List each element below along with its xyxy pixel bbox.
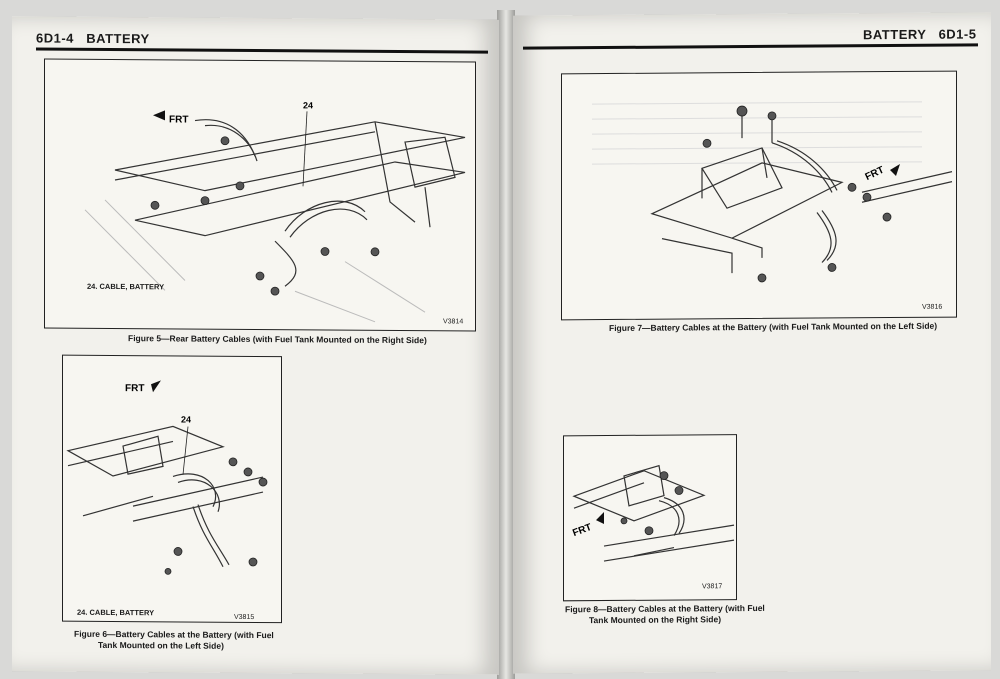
figure-6-legend: 24. CABLE, BATTERY	[77, 607, 155, 618]
figure-7-direction-label: FRT	[864, 165, 886, 183]
figure-5-callout: 24	[303, 100, 313, 110]
figure-6: 24 FRT 24. CABLE, BATTERY	[62, 354, 282, 624]
header-code: 6D1-5	[938, 26, 977, 42]
header-rule	[36, 47, 488, 54]
figure-7-code: V3816	[922, 303, 943, 311]
header-title: BATTERY	[86, 30, 150, 47]
figure-5-drawing: 24 FRT	[84, 100, 466, 323]
figure-8-direction-label: FRT	[571, 522, 593, 539]
page-number: 6D1-4 BATTERY	[36, 30, 150, 46]
page-number: BATTERY 6D1-5	[863, 26, 976, 42]
right-page: BATTERY 6D1-5	[513, 12, 991, 674]
figure-8: FRT V3817	[563, 434, 737, 602]
figure-5-caption: Figure 5—Rear Battery Cables (with Fuel …	[128, 333, 427, 346]
figure-5: 24 FRT 24. CABLE, BATTERY V3814	[44, 58, 476, 332]
left-page: 6D1-4 BATTERY	[12, 16, 499, 675]
header-title: BATTERY	[863, 26, 927, 43]
figure-6-caption-line-2: Tank Mounted on the Left Side)	[98, 639, 224, 651]
figure-6-drawing: 24 FRT	[66, 380, 268, 575]
figure-6-callout: 24	[181, 414, 191, 424]
figure-5-code: V3814	[443, 318, 464, 326]
figure-5-legend: 24. CABLE, BATTERY	[87, 281, 165, 292]
figure-7-caption: Figure 7—Battery Cables at the Battery (…	[609, 320, 938, 333]
figure-7: FRT V3816	[561, 70, 957, 321]
figure-6-direction-label: FRT	[125, 383, 144, 394]
figure-7-drawing: FRT	[592, 101, 953, 283]
figure-8-drawing: FRT	[571, 464, 735, 562]
figure-8-caption-line-1: Figure 8—Battery Cables at the Battery (…	[565, 602, 765, 615]
header-rule	[523, 43, 978, 50]
header-code: 6D1-4	[36, 30, 74, 46]
figure-6-code: V3815	[234, 613, 255, 621]
book-gutter	[497, 10, 515, 679]
figure-5-direction-label: FRT	[169, 114, 188, 125]
figure-8-caption-line-2: Tank Mounted on the Right Side)	[589, 614, 722, 626]
figure-8-code: V3817	[702, 583, 723, 591]
